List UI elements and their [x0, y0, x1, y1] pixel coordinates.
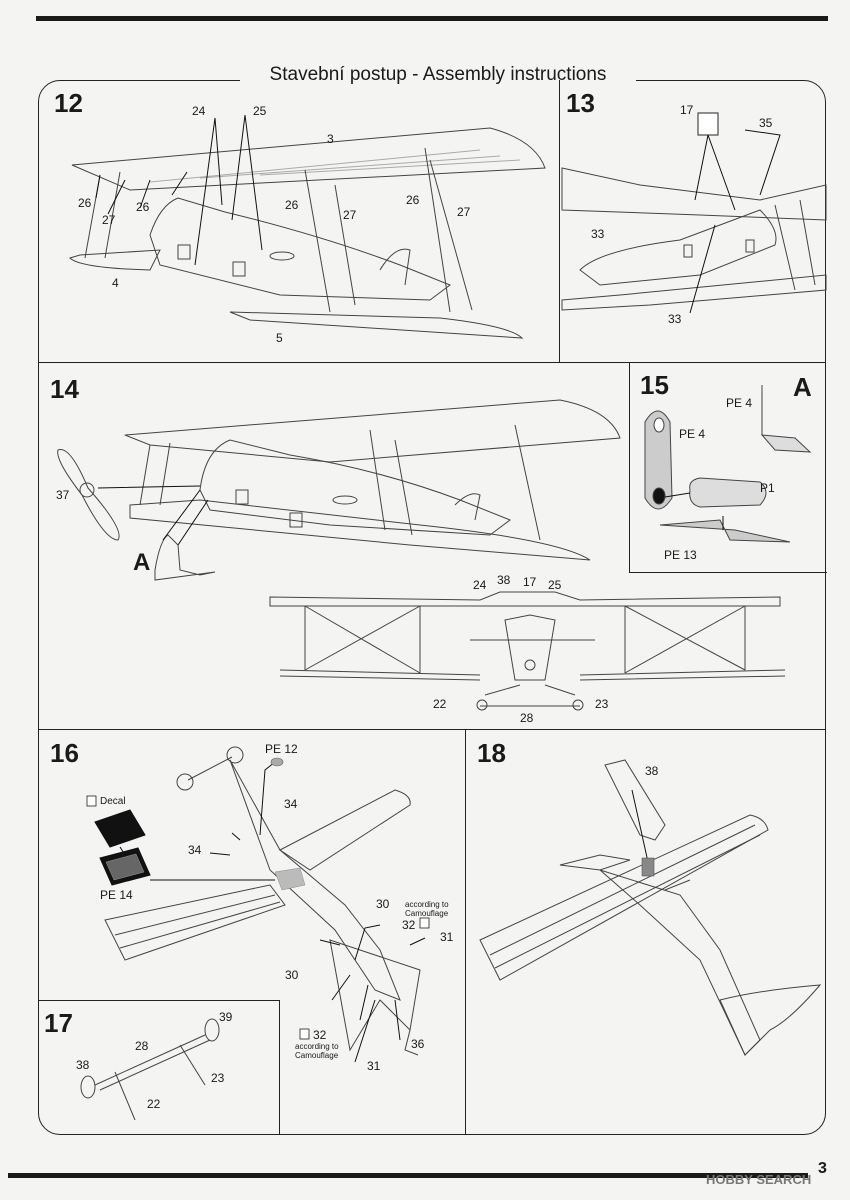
- part-31-label: 31: [440, 930, 454, 944]
- page-title: Stavební postup - Assembly instructions: [240, 62, 636, 88]
- step-17-top: [38, 1000, 279, 1001]
- part-22-label: 22: [147, 1097, 161, 1111]
- col-divider-12-13: [559, 80, 560, 362]
- part-30-label: 30: [376, 897, 390, 911]
- part-38-label: 38: [645, 764, 659, 778]
- step-13-number: 13: [566, 88, 595, 118]
- part-31-label: 31: [367, 1059, 381, 1073]
- part-27-label: 27: [457, 205, 471, 219]
- part-17-label: 17: [523, 575, 537, 589]
- part-27-label: 27: [102, 213, 116, 227]
- part-5-label: 5: [276, 331, 283, 345]
- camouflage-note: according to Camouflage: [295, 1042, 339, 1060]
- camouflage-note: according to Camouflage: [405, 900, 449, 918]
- part-17-label: 17: [680, 103, 694, 117]
- row-divider-1: [38, 362, 826, 363]
- detail-a-title: A: [793, 372, 812, 402]
- part-25-label: 25: [548, 578, 562, 592]
- step-15-panel: [629, 362, 827, 573]
- page-number: 3: [818, 1160, 827, 1177]
- part-35-label: 35: [759, 116, 773, 130]
- part-34-label: 34: [188, 843, 202, 857]
- part-38-label: 38: [497, 573, 511, 587]
- part-26-label: 26: [406, 193, 420, 207]
- part-33-label: 33: [591, 227, 605, 241]
- part-28-label: 28: [520, 711, 534, 725]
- part-38-label: 38: [76, 1058, 90, 1072]
- part-32-label: 32: [402, 918, 416, 932]
- step-12-number: 12: [54, 88, 83, 118]
- part-33-label: 33: [668, 312, 682, 326]
- part-24-label: 24: [192, 104, 206, 118]
- step-17-number: 17: [44, 1008, 73, 1038]
- part-24-label: 24: [473, 578, 487, 592]
- part-3-label: 3: [327, 132, 334, 146]
- part-4-label: 4: [112, 276, 119, 290]
- part-39-label: 39: [219, 1010, 233, 1024]
- pe13-label: PE 13: [664, 548, 697, 562]
- part-22-label: 22: [433, 697, 447, 711]
- decal-label: Decal: [100, 796, 126, 807]
- pe4-label: PE 4: [726, 396, 753, 410]
- step-15-number: 15: [640, 370, 669, 400]
- step-17-right: [279, 1000, 280, 1134]
- pe4-label: PE 4: [679, 427, 706, 441]
- part-26-label: 26: [136, 200, 150, 214]
- row-divider-2: [38, 729, 826, 730]
- part-37-label: 37: [56, 488, 70, 502]
- part-34-label: 34: [284, 797, 298, 811]
- step-16-number: 16: [50, 738, 79, 768]
- p1-label: P1: [760, 481, 775, 495]
- hobby-search-watermark: HOBBY SEARCH: [706, 1172, 812, 1187]
- part-30-label: 30: [285, 968, 299, 982]
- part-27-label: 27: [343, 208, 357, 222]
- pe14-label: PE 14: [100, 888, 133, 902]
- part-36-label: 36: [411, 1037, 425, 1051]
- step-14-number: 14: [50, 374, 79, 404]
- part-26-label: 26: [285, 198, 299, 212]
- part-25-label: 25: [253, 104, 267, 118]
- pe12-label: PE 12: [265, 742, 298, 756]
- col-divider-16-18: [465, 729, 466, 1134]
- part-23-label: 23: [211, 1071, 225, 1085]
- top-rule: [36, 16, 828, 21]
- step-18-number: 18: [477, 738, 506, 768]
- part-28-label: 28: [135, 1039, 149, 1053]
- detail-a-marker: A: [133, 549, 151, 576]
- bottom-rule: [8, 1173, 808, 1178]
- part-32-label: 32: [313, 1028, 327, 1042]
- part-26-label: 26: [78, 196, 92, 210]
- part-23-label: 23: [595, 697, 609, 711]
